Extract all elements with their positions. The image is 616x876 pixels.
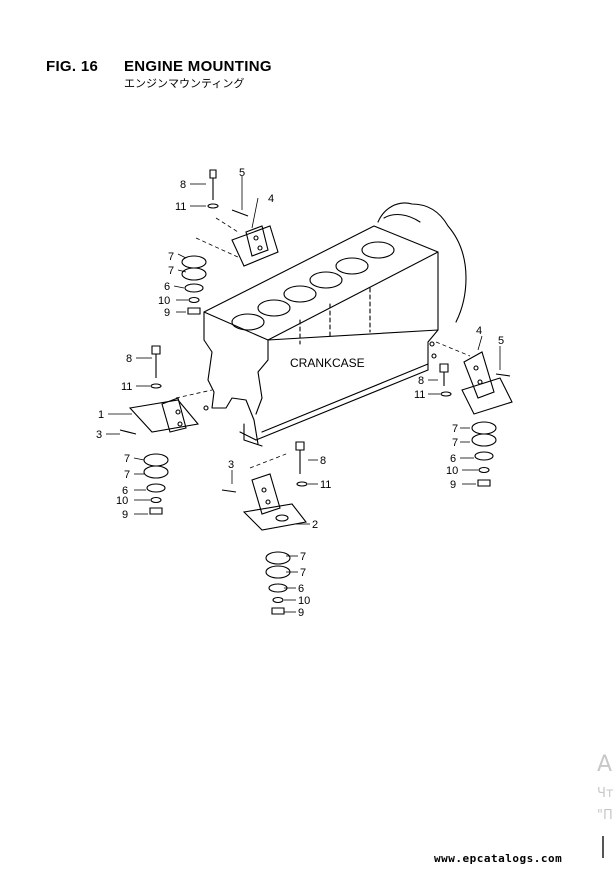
crankcase-top-face [203, 225, 439, 341]
callout-7: 7 [124, 453, 130, 465]
callout-7: 7 [452, 437, 458, 449]
callout-11: 11 [121, 381, 132, 393]
site-url[interactable]: www.epcatalogs.com [434, 852, 563, 865]
callout-numbers: 8 11 5 4 7 7 6 10 9 8 11 1 3 7 7 6 10 9 … [96, 167, 504, 619]
callout-10: 10 [158, 295, 170, 307]
callout-5: 5 [498, 335, 504, 347]
callout-9: 9 [450, 479, 456, 491]
watermark-line-3: "П [597, 808, 613, 823]
callout-9: 9 [122, 509, 128, 521]
callout-8: 8 [320, 455, 326, 467]
callout-1: 1 [98, 409, 104, 421]
callout-6: 6 [450, 453, 456, 465]
crankcase-label: CRANKCASE [290, 356, 365, 370]
callout-9: 9 [298, 607, 304, 619]
callout-3: 3 [228, 459, 234, 471]
callout-7: 7 [452, 423, 458, 435]
figure-number: FIG. 16 [46, 58, 99, 75]
figure-title: ENGINE MOUNTING [124, 58, 272, 75]
callout-10: 10 [446, 465, 458, 477]
callout-7: 7 [300, 567, 306, 579]
callout-9: 9 [164, 307, 170, 319]
callout-4: 4 [268, 193, 274, 205]
callout-6: 6 [164, 281, 170, 293]
callout-8: 8 [180, 179, 186, 191]
callout-7: 7 [124, 469, 130, 481]
callout-2: 2 [312, 519, 318, 531]
mount-stacks [143, 255, 497, 615]
figure-title-japanese: エンジンマウンティング [124, 77, 245, 90]
mount-brackets [128, 225, 513, 531]
callout-8: 8 [418, 375, 424, 387]
callout-7: 7 [168, 251, 174, 263]
callout-11: 11 [320, 479, 331, 491]
callout-4: 4 [476, 325, 482, 337]
callout-6: 6 [298, 583, 304, 595]
callout-11: 11 [414, 389, 425, 401]
watermark-line-2: Чт [597, 786, 614, 801]
callout-11: 11 [175, 201, 186, 213]
callout-6: 6 [122, 485, 128, 497]
bolts [119, 169, 511, 493]
watermark-bar [602, 836, 604, 858]
callout-5: 5 [239, 167, 245, 179]
callout-10: 10 [116, 495, 128, 507]
watermark-line-1: A [597, 752, 613, 777]
callout-8: 8 [126, 353, 132, 365]
callout-7: 7 [168, 265, 174, 277]
callout-7: 7 [300, 551, 306, 563]
callout-3: 3 [96, 429, 102, 441]
callout-10: 10 [298, 595, 310, 607]
leader-lines [106, 176, 501, 613]
cylinder-bores [231, 241, 395, 331]
